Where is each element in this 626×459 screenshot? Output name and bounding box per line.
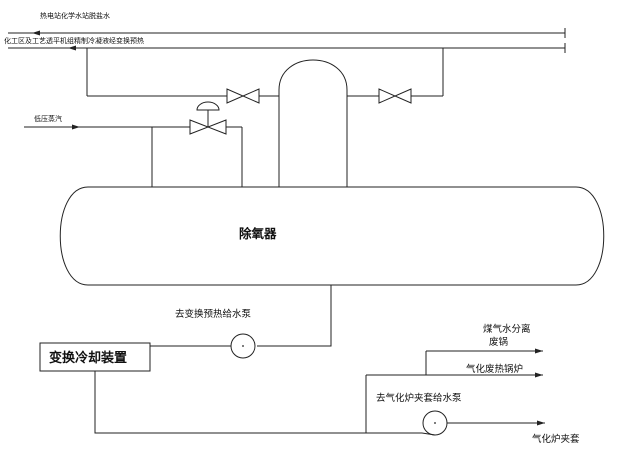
- gasifier-jacket-label: 气化炉夹套: [532, 433, 580, 445]
- deaerator-label: 除氧器: [239, 226, 277, 241]
- low-pressure-steam-line: [24, 124, 190, 130]
- gasifier-pump-label: 去气化炉夹套给水泵: [376, 392, 462, 404]
- deaerator-vessel: [59, 186, 605, 286]
- arrow-right-icon: [72, 124, 80, 130]
- arrow-right-icon: [537, 420, 545, 426]
- shift-cooling-unit: [39, 342, 151, 372]
- condensate-line: [8, 43, 566, 53]
- arrow-right-icon: [535, 348, 543, 354]
- separator-label-line1: 煤气水分离: [483, 323, 531, 335]
- deaerator-dome: [278, 59, 348, 187]
- shift-pump-label: 去变换预热给水泵: [175, 308, 252, 320]
- arrow-left-icon: [68, 45, 76, 51]
- left-gate-valve: [226, 88, 260, 104]
- cooling-unit-label: 变换冷却装置: [49, 350, 127, 366]
- condensate-label: 化工区及工艺透平机组精制冷凝液经变换预热: [4, 36, 144, 45]
- steam-control-valve: [189, 101, 227, 135]
- demineralized-water-line: [8, 28, 566, 38]
- separator-label-line2: 废锅: [489, 336, 508, 348]
- low-pressure-steam-label: 低压蒸汽: [34, 114, 62, 123]
- waste-heat-boiler-label: 气化废热锅炉: [466, 363, 523, 375]
- arrow-right-icon: [535, 372, 543, 378]
- valve-actuator-icon: [196, 101, 220, 111]
- demineralized-water-label: 热电站化学水站脱盐水: [40, 11, 110, 20]
- right-gate-valve: [378, 88, 412, 104]
- arrow-left-icon: [32, 30, 40, 36]
